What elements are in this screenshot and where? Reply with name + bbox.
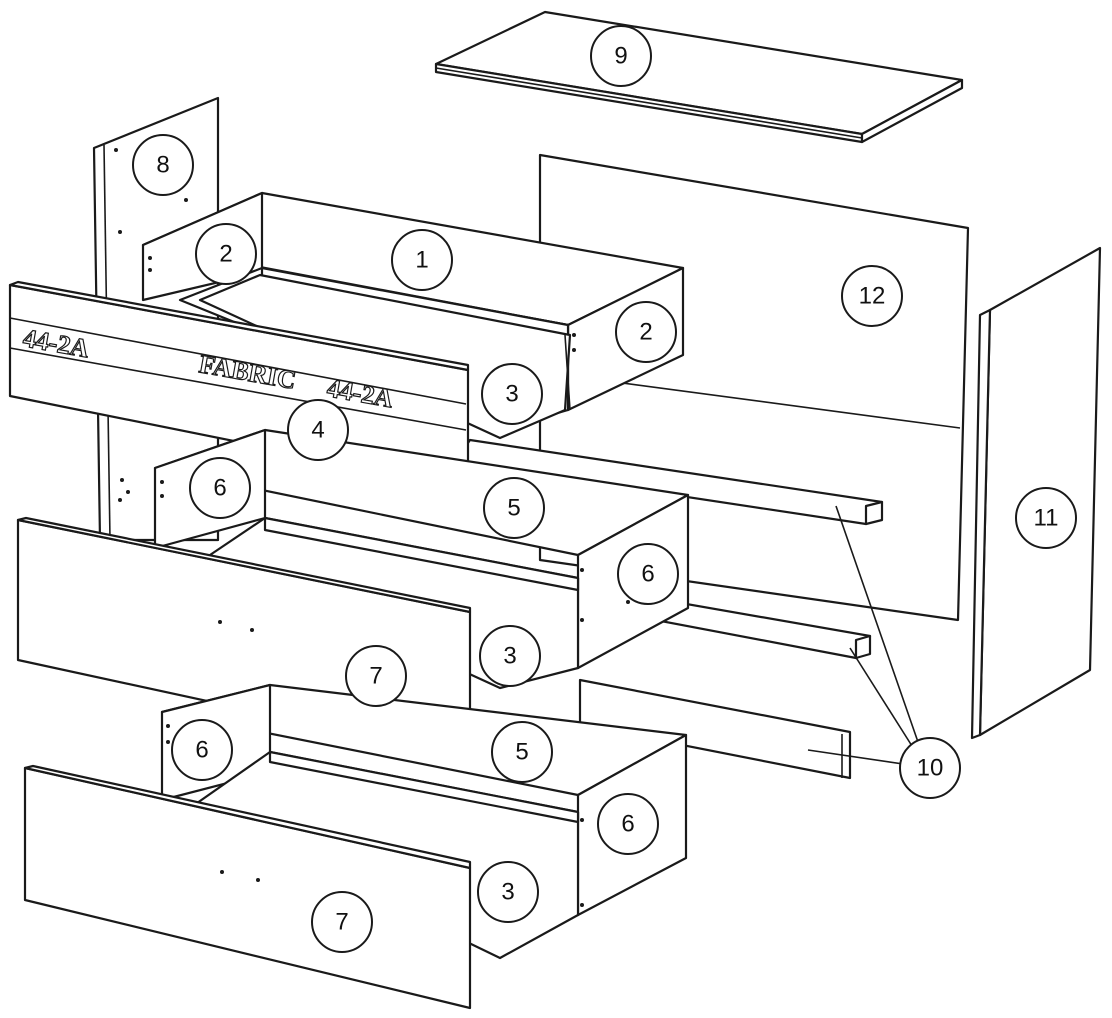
callout-3-middle: 3 (479, 625, 541, 687)
callout-1: 1 (391, 229, 453, 291)
callout-3-bottom: 3 (477, 861, 539, 923)
svg-text:6: 6 (621, 811, 634, 838)
callout-5-bottom: 5 (491, 721, 553, 783)
callout-3-top: 3 (481, 363, 543, 425)
svg-text:6: 6 (641, 561, 654, 588)
svg-text:11: 11 (1034, 505, 1059, 532)
svg-text:7: 7 (335, 909, 348, 936)
callout-6-middle-right: 6 (617, 543, 679, 605)
part-top-panel (434, 10, 964, 144)
svg-text:2: 2 (219, 241, 232, 268)
callout-8: 8 (132, 134, 194, 196)
callout-5-middle: 5 (483, 477, 545, 539)
callout-2-right: 2 (615, 301, 677, 363)
svg-text:3: 3 (503, 643, 516, 670)
callout-6-bottom-left: 6 (171, 719, 233, 781)
callout-6-bottom-right: 6 (597, 793, 659, 855)
svg-text:5: 5 (515, 739, 528, 766)
svg-text:3: 3 (501, 879, 514, 906)
svg-text:8: 8 (156, 152, 169, 179)
leader-lines-10 (807, 505, 919, 765)
svg-text:1: 1 (415, 247, 428, 274)
svg-text:9: 9 (614, 43, 627, 70)
callout-10: 10 (899, 737, 961, 799)
svg-text:6: 6 (195, 737, 208, 764)
callout-7-bottom: 7 (311, 891, 373, 953)
callout-4: 4 (287, 399, 349, 461)
svg-text:10: 10 (917, 755, 944, 782)
svg-text:3: 3 (505, 381, 518, 408)
svg-text:7: 7 (369, 663, 382, 690)
callout-2-left: 2 (195, 223, 257, 285)
callout-9: 9 (590, 25, 652, 87)
svg-text:2: 2 (639, 319, 652, 346)
svg-text:4: 4 (311, 417, 324, 444)
callout-12: 12 (841, 265, 903, 327)
svg-text:6: 6 (213, 475, 226, 502)
callout-6-middle-left: 6 (189, 457, 251, 519)
svg-text:5: 5 (507, 495, 520, 522)
callout-11: 11 (1015, 487, 1077, 549)
callout-7-middle: 7 (345, 645, 407, 707)
svg-text:12: 12 (859, 283, 886, 310)
